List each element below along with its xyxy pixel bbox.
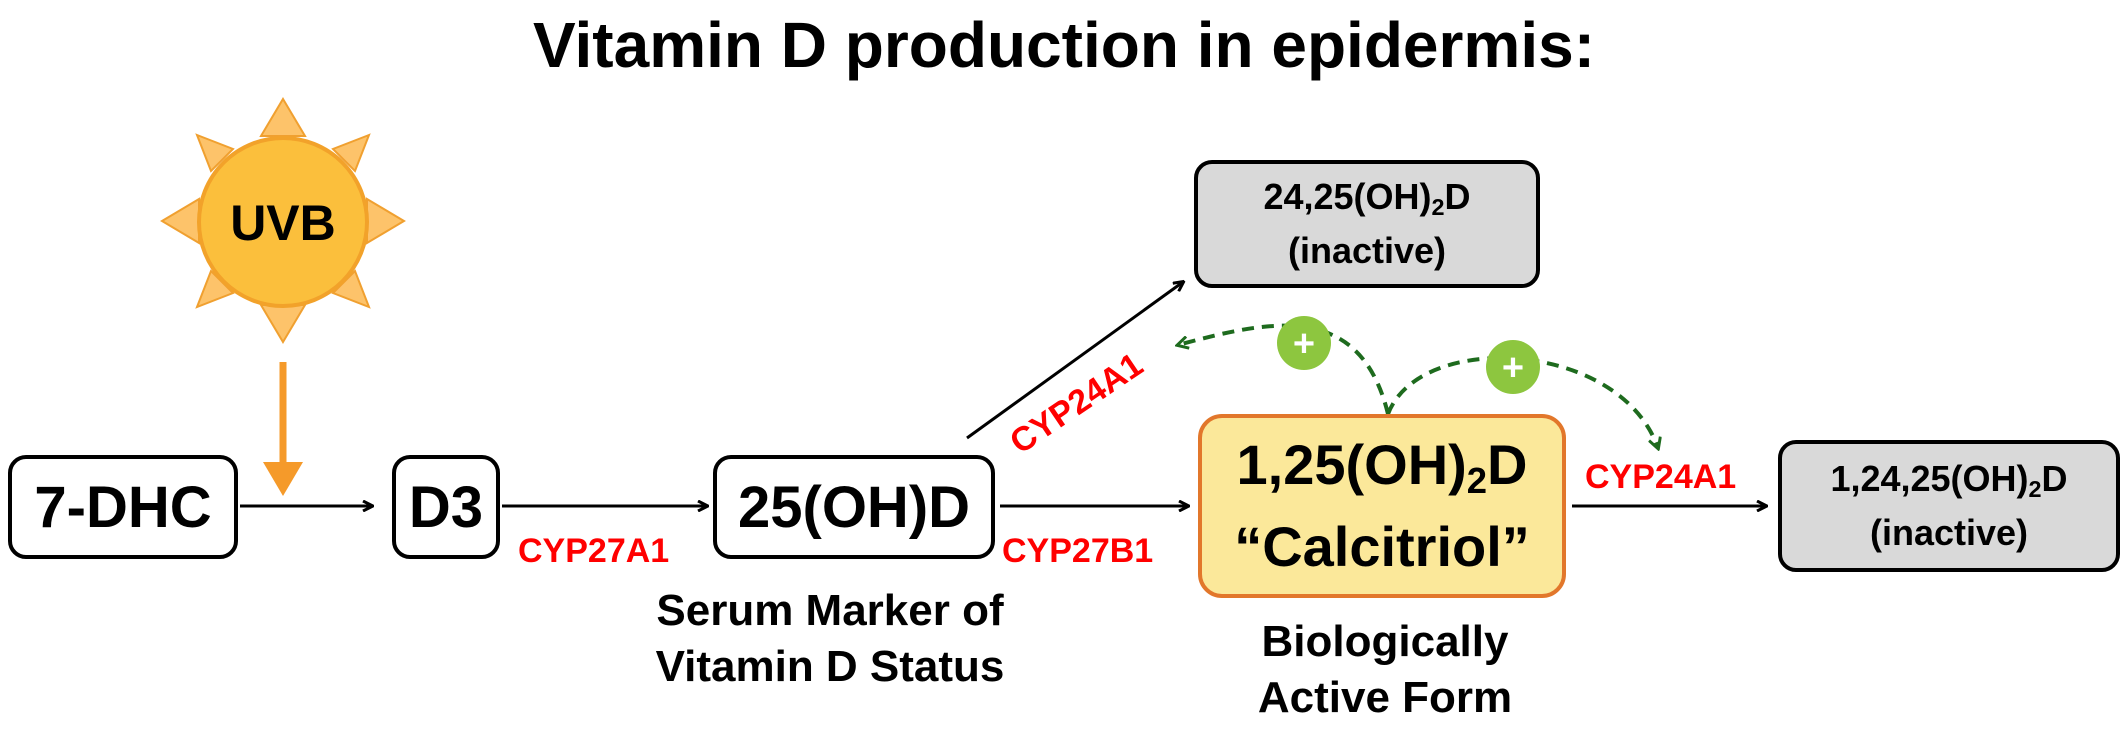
diagram-title: Vitamin D production in epidermis: <box>532 9 1596 81</box>
node-d3-label: D3 <box>408 474 484 540</box>
node-1-24-25-formula: 1,24,25(OH)2D <box>1830 458 2068 502</box>
calcitriol-formula: 1,25(OH)2D <box>1236 432 1528 502</box>
caption-serum-marker: Serum Marker of Vitamin D Status <box>655 586 1005 691</box>
svg-text:+: + <box>1502 347 1524 389</box>
sun-icon: UVB <box>160 97 406 344</box>
node-24-25-formula: 24,25(OH)2D <box>1263 176 1471 220</box>
calcitriol-name: “Calcitriol” <box>1234 515 1530 579</box>
node-d3: D3 <box>392 455 500 559</box>
sun-ray <box>331 133 371 173</box>
uvb-arrow <box>263 362 303 496</box>
sun-ray <box>366 197 406 245</box>
node-25-oh-d-label: 25(OH)D <box>737 474 971 540</box>
sun-ray <box>259 304 307 344</box>
sun-ray <box>195 133 235 173</box>
caption-biologically-active: Biologically Active Form <box>1257 617 1513 722</box>
node-1-24-25-oh2-d: 1,24,25(OH)2D (inactive) <box>1778 440 2120 572</box>
sun-ray <box>160 197 200 245</box>
node-24-25-status: (inactive) <box>1287 229 1447 271</box>
node-25-oh-d: 25(OH)D <box>713 455 995 559</box>
svg-text:+: + <box>1293 323 1315 365</box>
node-7-dhc-label: 7-DHC <box>34 474 212 540</box>
enzyme-label-cyp27a1: CYP27A1 <box>518 532 670 570</box>
enzyme-label-cyp24a1-right: CYP24A1 <box>1585 458 1737 496</box>
enzyme-label-cyp27b1: CYP27B1 <box>1002 532 1154 570</box>
sun-disc <box>197 136 369 308</box>
node-calcitriol: 1,25(OH)2D “Calcitriol” <box>1198 414 1566 598</box>
feedback-arrow-to-cyp24a1-right <box>1386 356 1658 448</box>
node-1-24-25-status: (inactive) <box>1869 511 2029 553</box>
plus-icon: + <box>1277 316 1331 370</box>
sun-label: UVB <box>230 195 336 251</box>
node-7-dhc: 7-DHC <box>8 455 238 559</box>
arrow-25ohd-to-24-25 <box>966 282 1183 440</box>
node-24-25-oh2-d: 24,25(OH)2D (inactive) <box>1194 160 1540 288</box>
sun-ray <box>259 97 307 137</box>
enzyme-label-cyp24a1-diagonal: CYP24A1 <box>1003 346 1150 462</box>
plus-icon: + <box>1486 340 1540 394</box>
